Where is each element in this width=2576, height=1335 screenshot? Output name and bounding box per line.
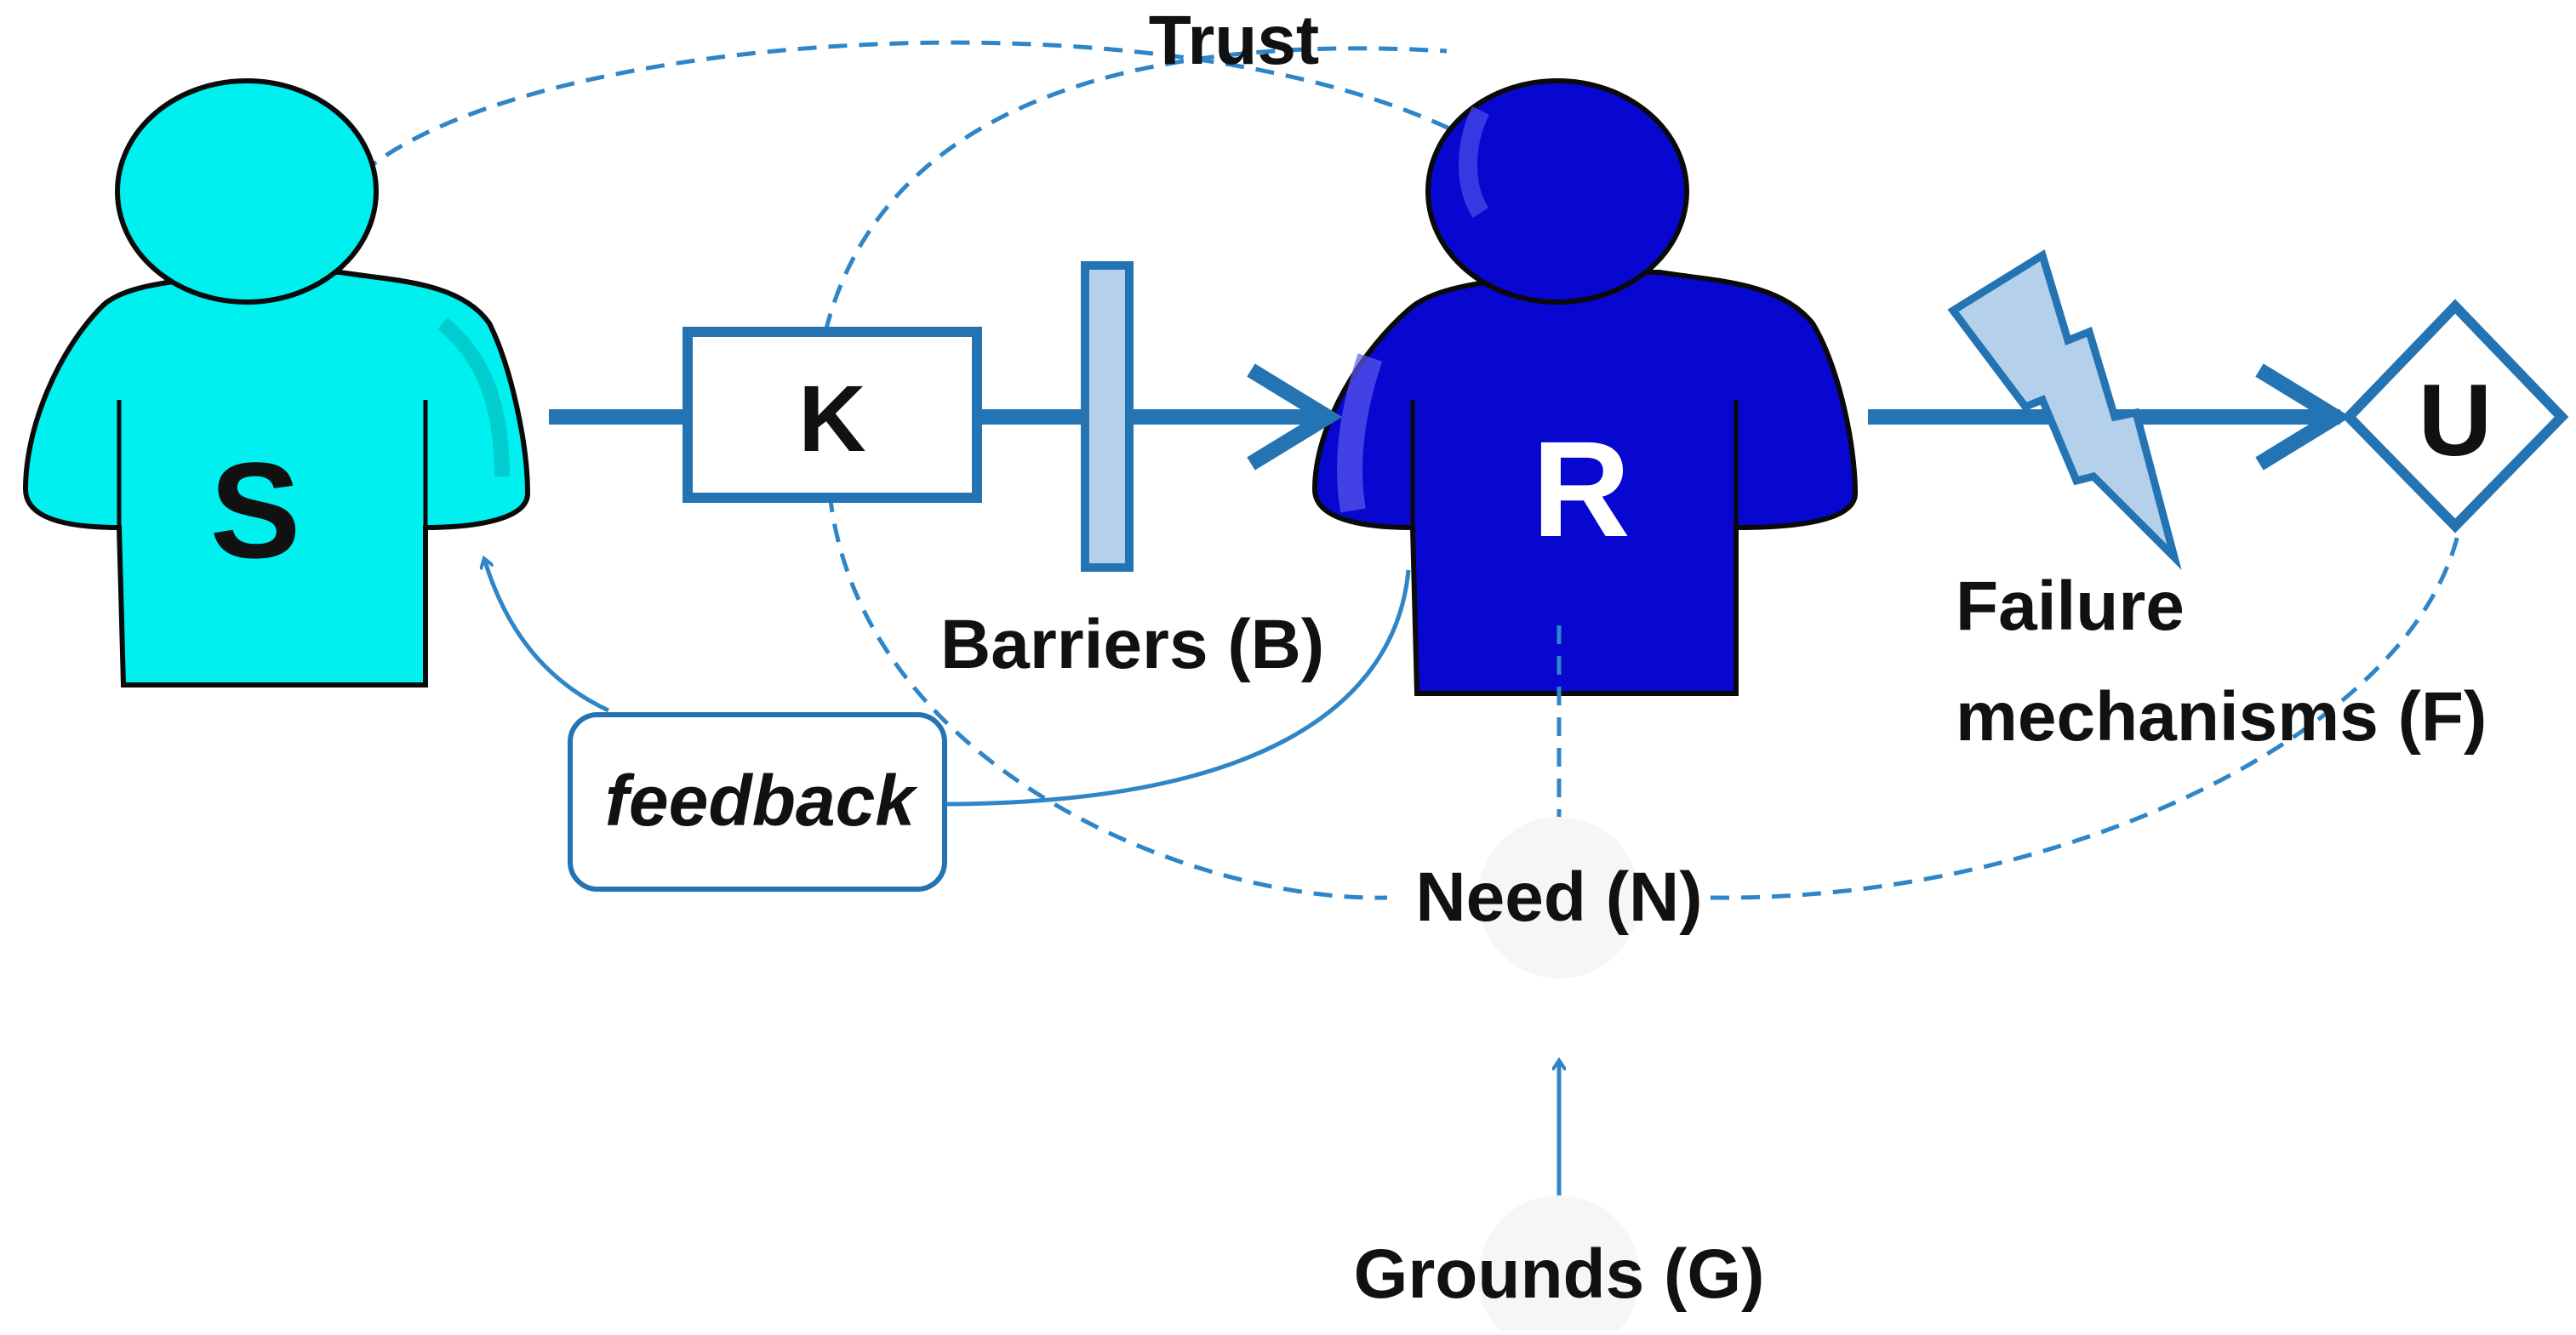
feedback-box — [568, 712, 947, 892]
barrier-bar — [1081, 261, 1134, 572]
flow-arrowhead-use — [2255, 363, 2351, 471]
feedback-label: feedback — [605, 761, 918, 841]
need-label: Need (N) — [1415, 859, 1702, 936]
need-node — [1478, 817, 1640, 978]
need-to-use-connector — [1710, 527, 2462, 900]
need-loop-connector — [823, 46, 1448, 333]
grounds-node — [1478, 1195, 1640, 1335]
need-loop-lower-connector — [827, 493, 1388, 900]
receiver-figure: R — [1311, 78, 1859, 696]
knowledge-label: K — [798, 367, 865, 471]
flow-arrowhead-receiver — [1247, 363, 1343, 471]
trust-label: Trust — [1149, 2, 1319, 79]
feedback-connector — [940, 569, 1411, 807]
lightning-icon — [1947, 249, 2182, 570]
grounds-label: Grounds (G) — [1354, 1235, 1765, 1313]
sender-label: S — [210, 434, 301, 586]
trust-connector — [339, 40, 1559, 202]
barriers-label: Barriers (B) — [940, 606, 1324, 683]
use-diamond — [2341, 299, 2569, 533]
use-label: U — [2419, 363, 2493, 477]
knowledge-box — [683, 327, 982, 503]
receiver-label: R — [1532, 413, 1631, 565]
sender-figure: S — [22, 78, 531, 687]
failure-label-line2: mechanisms (F) — [1956, 678, 2487, 756]
failure-label-line1: Failure — [1956, 568, 2185, 645]
feedback-arrow — [485, 562, 610, 713]
